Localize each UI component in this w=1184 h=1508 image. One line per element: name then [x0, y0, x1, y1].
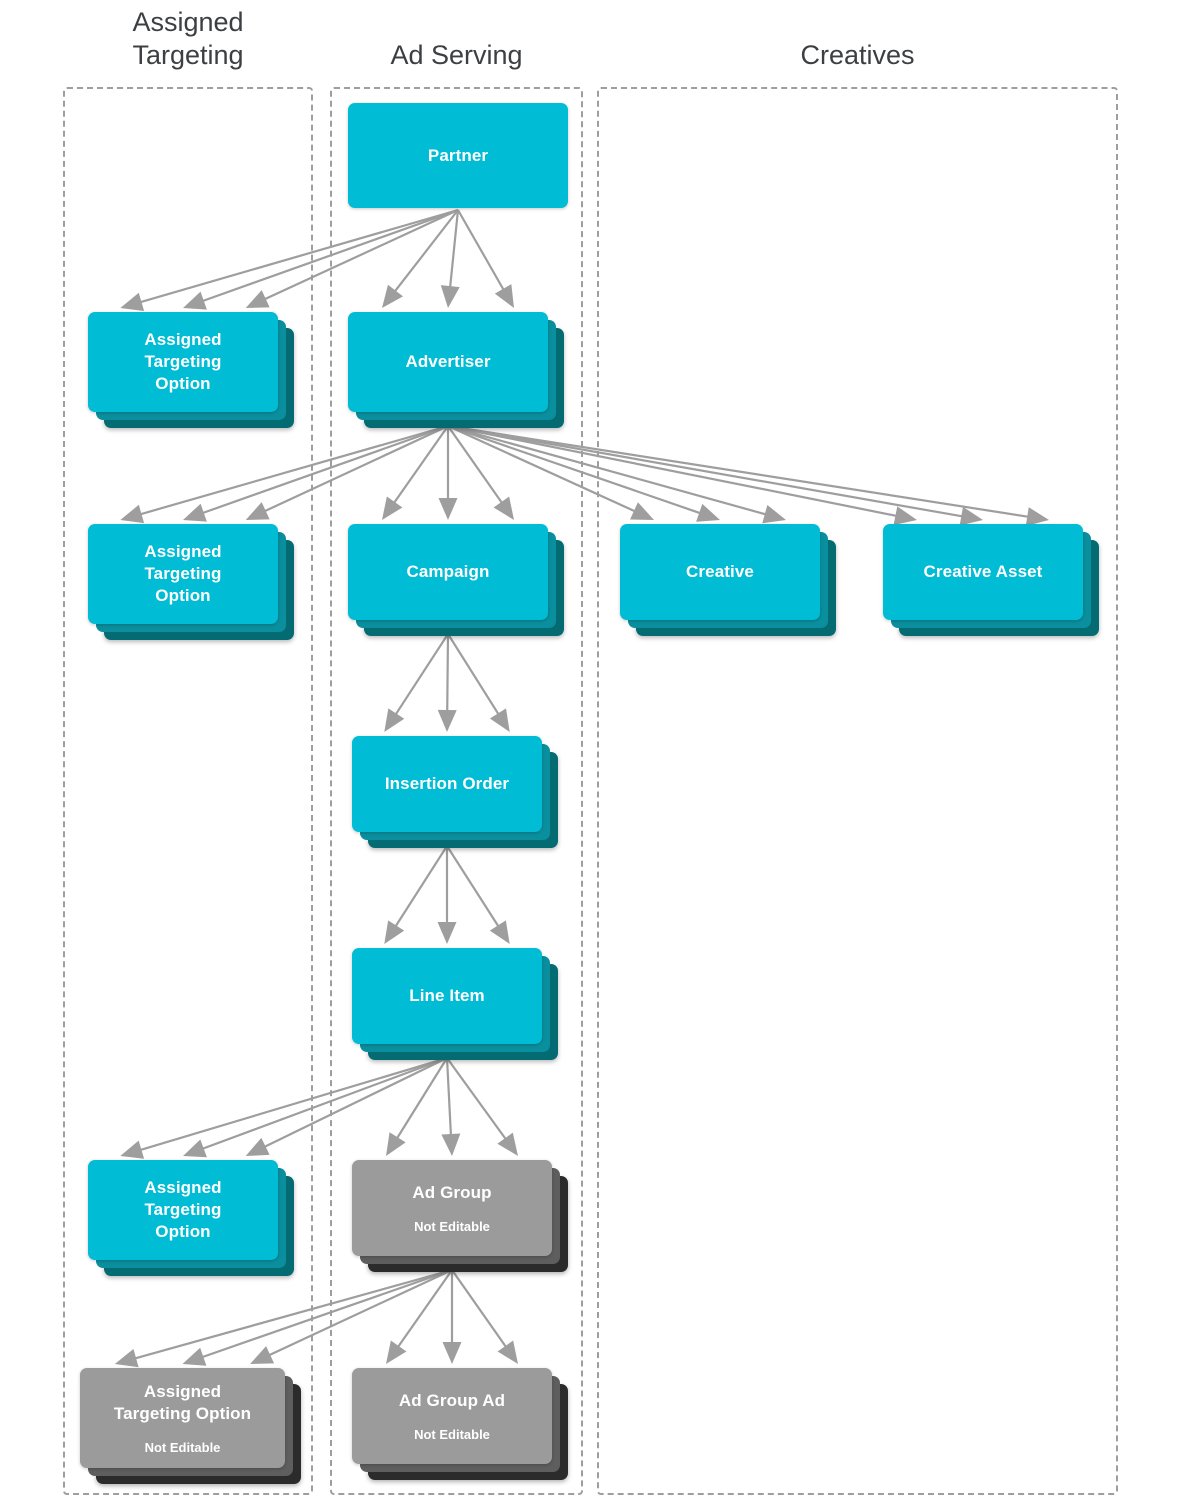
- node-label: Ad Group Ad: [398, 1390, 506, 1410]
- node-label: Partner: [427, 145, 489, 165]
- node-label: Campaign: [406, 562, 490, 581]
- node-card-front: Line Item: [352, 948, 542, 1044]
- node-label: Insertion Order: [384, 774, 510, 793]
- node-card-front: Creative Asset: [883, 524, 1083, 620]
- column-title-ad-serving: Ad Serving: [390, 40, 523, 70]
- node-card-front: Campaign: [348, 524, 548, 620]
- node-insertion-order[interactable]: Insertion Order: [352, 736, 560, 850]
- column-title-assigned-targeting: Assigned Targeting: [63, 6, 313, 72]
- node-card-front: Advertiser: [348, 312, 548, 412]
- column-title-line-2: Targeting: [132, 40, 244, 70]
- node-ad-group-ad[interactable]: Ad Group Ad Not Editable: [352, 1368, 570, 1482]
- node-card-front: Creative: [620, 524, 820, 620]
- node-card-front: Ad Group Ad Not Editable: [352, 1368, 552, 1464]
- column-container-assigned-targeting: [63, 87, 313, 1495]
- column-container-ad-serving: [330, 87, 583, 1495]
- node-creative[interactable]: Creative: [620, 524, 838, 638]
- node-label: Line Item: [409, 986, 485, 1005]
- node-label: Advertiser: [405, 352, 491, 371]
- node-sublabel: Not Editable: [144, 1439, 221, 1455]
- node-sublabel: Not Editable: [414, 1218, 490, 1234]
- node-label: Creative: [686, 562, 754, 581]
- node-advertiser[interactable]: Advertiser: [348, 312, 566, 430]
- node-label: Creative Asset: [923, 562, 1043, 581]
- node-partner[interactable]: Partner: [348, 103, 586, 226]
- node-campaign[interactable]: Campaign: [348, 524, 566, 638]
- column-title-creatives: Creatives: [800, 40, 915, 70]
- column-container-creatives: [597, 87, 1118, 1495]
- node-line-item[interactable]: Line Item: [352, 948, 560, 1062]
- node-card-front: Partner: [348, 103, 568, 208]
- node-creative-asset[interactable]: Creative Asset: [883, 524, 1101, 638]
- node-label: Ad Group: [412, 1182, 492, 1202]
- column-title-line-1: Assigned: [132, 7, 244, 37]
- node-card-front: Insertion Order: [352, 736, 542, 832]
- node-sublabel: Not Editable: [414, 1426, 490, 1442]
